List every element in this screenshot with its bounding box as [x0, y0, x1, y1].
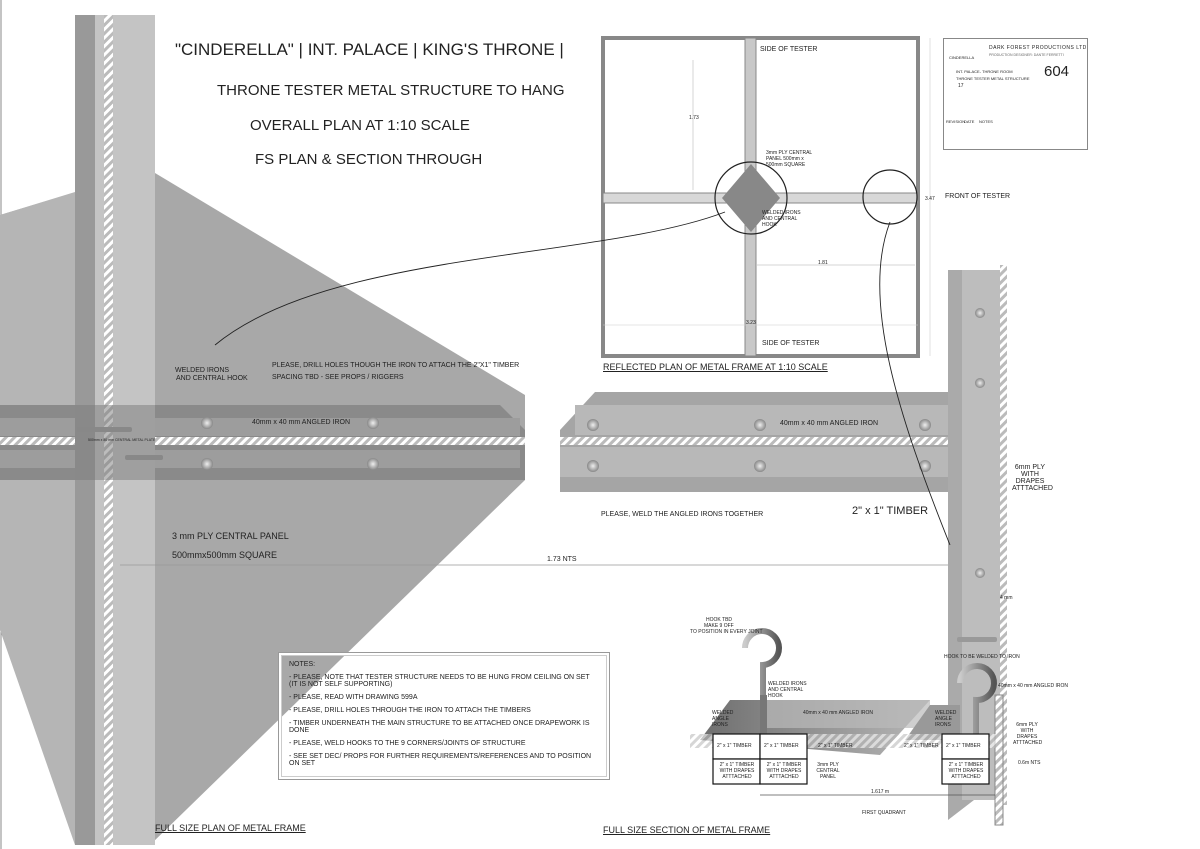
central-plate-label: 500mm x 80 mm CENTRAL METAL PLATE: [88, 438, 156, 442]
plan-panel-note: 3mm PLY CENTRAL PANEL 500mm x 500mm SQUA…: [766, 150, 813, 168]
welded-irons-hook: WELDED IRONS AND CENTRAL HOOK: [768, 681, 807, 699]
section-drawing: [690, 628, 1004, 826]
dim-173-nts: 1.73 NTS: [547, 556, 577, 563]
make-9-off: MAKE 9 OFF: [704, 623, 734, 629]
col-notes: NOTES: [979, 119, 993, 124]
drill-note-1: PLEASE, DRILL HOLES THOUGH THE IRON TO A…: [272, 362, 520, 369]
plan-dim-front: 3.47: [925, 196, 935, 202]
section-timber: 2" x 1" TIMBER: [946, 743, 981, 749]
position-joint: TO POSITION IN EVERY JOINT: [690, 629, 763, 635]
angled-iron-right: 40mm x 40 mm ANGLED IRON: [780, 420, 879, 427]
section-angled-iron: 40mm x 40 mm ANGLED IRON: [803, 710, 874, 716]
notes-heading: NOTES:: [289, 661, 316, 668]
plan-side-top: SIDE OF TESTER: [760, 46, 818, 53]
set-name: INT. PALACE- THRONE ROOM: [956, 69, 1013, 74]
note-item: - PLEASE, READ WITH DRAWING 599A: [289, 694, 418, 701]
plan-side-bottom: SIDE OF TESTER: [762, 340, 820, 347]
detail-circle-center: [714, 161, 788, 235]
welded-angle-left: WELDED ANGLE IRONS: [712, 710, 734, 728]
welded-irons-label: WELDED IRONS: [175, 367, 230, 374]
col-revision: REVISION: [946, 119, 966, 124]
section-dim-nts: 0.6m NTS: [1018, 760, 1041, 766]
note-item: - PLEASE, WELD HOOKS TO THE 9 CORNERS/JO…: [289, 740, 526, 747]
designer: PRODUCTION DESIGNER: DANTE FERRETTI: [989, 53, 1064, 57]
angled-iron-left: 40mm x 40 mm ANGLED IRON: [252, 419, 351, 426]
dim-4mm: 4 mm: [1000, 595, 1013, 601]
timber-drapes: 2" x 1" TIMBER WITH DRAPES ATTTACHED: [948, 762, 984, 780]
notes-box: NOTES: - PLEASE, NOTE THAT TESTER STRUCT…: [278, 652, 610, 780]
production-title: "CINDERELLA" | INT. PALACE | KING'S THRO…: [175, 40, 564, 59]
drawing-title-line1: THRONE TESTER METAL STRUCTURE TO HANG: [217, 82, 565, 99]
first-quadrant: FIRST QUADRANT: [862, 810, 906, 816]
drawing-title-line3: FS PLAN & SECTION THROUGH: [255, 151, 483, 168]
plan-hook-note: WELDED IRONS AND CENTRAL HOOK: [762, 210, 801, 228]
weld-note: PLEASE, WELD THE ANGLED IRONS TOGETHER: [601, 511, 764, 518]
note-item: - PLEASE, DRILL HOLES THROUGH THE IRON T…: [289, 707, 531, 714]
logo: CINDERELLA: [949, 55, 975, 60]
title-block: CINDERELLA DARK FOREST PRODUCTIONS LTD P…: [943, 38, 1088, 150]
timber-label: 2" x 1" TIMBER: [852, 505, 929, 517]
plan-front: FRONT OF TESTER: [945, 193, 1011, 200]
central-metal-plate: [75, 405, 155, 480]
col-date: DATE: [964, 119, 975, 124]
plan-dim-width: 1.81: [818, 260, 828, 266]
ply-drapes-label: 6mm PLY WITH DRAPES ATTTACHED: [1012, 464, 1053, 492]
drill-note-2: SPACING TBD - SEE PROPS / RIGGERS: [272, 374, 404, 381]
section-angled-iron-right: 40mm x 40 mm ANGLED IRON: [998, 683, 1069, 689]
section-dim-length: 1.617 m: [871, 789, 890, 795]
section-timber: 2" x 1" TIMBER: [717, 743, 752, 749]
note-item: - PLEASE, NOTE THAT TESTER STRUCTURE NEE…: [289, 674, 590, 681]
timber-drapes: 2" x 1" TIMBER WITH DRAPES ATTTACHED: [766, 762, 802, 780]
bolt-holes-left: [201, 417, 379, 470]
ply-with-drapes: [1000, 265, 1007, 805]
full-plan-caption: FULL SIZE PLAN OF METAL FRAME: [155, 823, 306, 833]
timber-drapes: 2" x 1" TIMBER WITH DRAPES ATTTACHED: [719, 762, 755, 780]
hook-weld-note: HOOK TO BE WELDED TO IRON: [944, 654, 1020, 660]
ply-panel-label-1: 3 mm PLY CENTRAL PANEL: [172, 531, 289, 541]
drawing-title-line2: OVERALL PLAN AT 1:10 SCALE: [250, 117, 470, 134]
section-timber: 2" x 1" TIMBER: [764, 743, 799, 749]
section-ply-drapes: 6mm PLY WITH DRAPES ATTTACHED: [1013, 722, 1043, 746]
hook-tbd: HOOK TBD: [706, 617, 733, 623]
detail-name: THRONE TESTER METAL STRUCTURE: [956, 76, 1030, 81]
ply-panel-label-2: 500mmx500mm SQUARE: [172, 550, 278, 560]
reflected-plan: [601, 36, 931, 358]
company-name: DARK FOREST PRODUCTIONS LTD: [989, 45, 1087, 51]
ply-central-label: 3mm PLY CENTRAL PANEL: [816, 762, 840, 780]
section-timber: 2" x 1" TIMBER: [818, 743, 853, 749]
plan-dim-height: 1.73: [689, 115, 699, 121]
plan-dim-small: 3.23: [746, 320, 756, 326]
detail-circle-edge: [862, 169, 918, 225]
note-item: (IT IS NOT SELF SUPPORTING): [289, 681, 393, 688]
set-number: 17: [958, 83, 964, 89]
bolt-holes-right: [587, 308, 985, 578]
section-caption: FULL SIZE SECTION OF METAL FRAME: [603, 825, 771, 835]
central-hook-label: AND CENTRAL HOOK: [176, 375, 248, 382]
drawing-number: 604: [1044, 63, 1070, 80]
note-item: - TIMBER UNDERNEATH THE MAIN STRUCTURE T…: [289, 720, 590, 734]
welded-angle-right: WELDED ANGLE IRONS: [935, 710, 957, 728]
plan-caption: REFLECTED PLAN OF METAL FRAME AT 1:10 SC…: [603, 362, 828, 372]
section-timber: 2" x 1" TIMBER: [904, 743, 939, 749]
note-item: - SEE SET DEC/ PROPS FOR FURTHER REQUIRE…: [289, 753, 592, 767]
